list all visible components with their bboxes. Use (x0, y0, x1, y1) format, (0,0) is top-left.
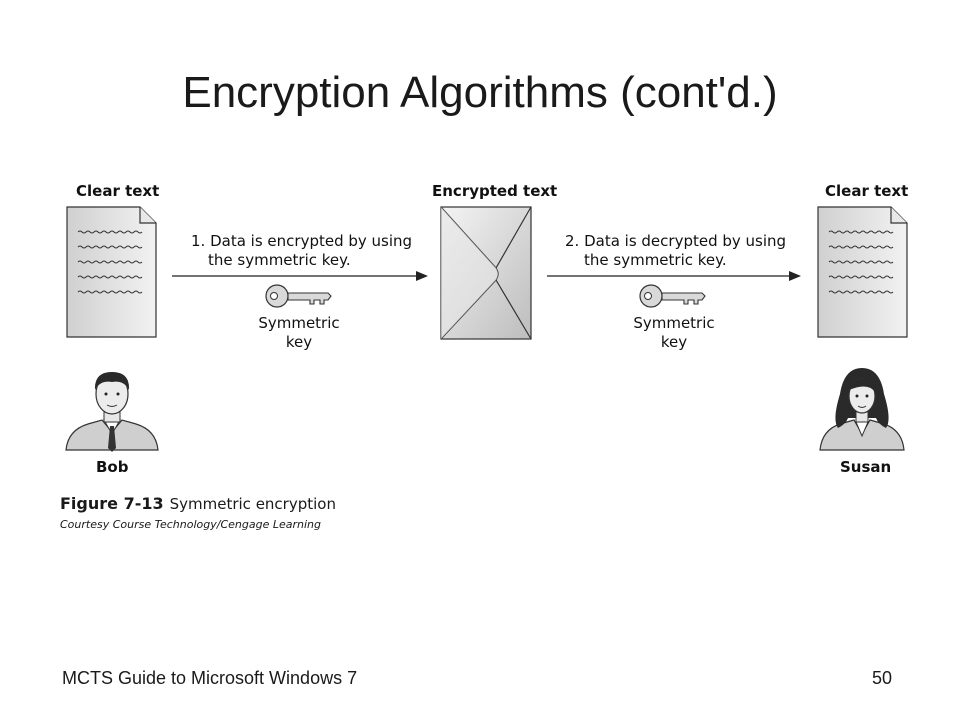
step2-line2: the symmetric key. (584, 251, 727, 269)
left-doc-label: Clear text (76, 182, 160, 200)
key2-label-line1: Symmetric (633, 314, 715, 332)
key1-label-line2: key (285, 333, 313, 351)
key1-label-line1: Symmetric (258, 314, 340, 332)
footer-course-title: MCTS Guide to Microsoft Windows 7 (62, 668, 358, 688)
sender-name: Bob (96, 458, 129, 476)
key2-label-line2: key (660, 333, 688, 351)
key-icon (265, 284, 332, 308)
figure-number: Figure 7-13 (60, 494, 164, 513)
slide-title: Encryption Algorithms (cont'd.) (182, 68, 778, 117)
encrypt-arrow (172, 271, 428, 281)
page-number: 50 (872, 668, 893, 688)
envelope-icon (440, 206, 532, 340)
right-document-icon (817, 206, 908, 338)
figure-caption: Figure 7-13 Symmetric encryption (60, 494, 336, 513)
step2-line1: 2. Data is decrypted by using (565, 232, 787, 250)
receiver-name: Susan (840, 458, 892, 476)
figure-title: Symmetric encryption (169, 495, 336, 513)
encrypted-text-label: Encrypted text (432, 182, 558, 200)
bob-person-icon (65, 372, 159, 452)
step1-line1: 1. Data is encrypted by using (191, 232, 413, 250)
decrypt-arrow (547, 271, 801, 281)
left-document-icon (66, 206, 157, 338)
step1-line2: the symmetric key. (208, 251, 351, 269)
right-doc-label: Clear text (825, 182, 909, 200)
key-icon (639, 284, 706, 308)
susan-person-icon (819, 368, 905, 451)
figure-courtesy: Courtesy Course Technology/Cengage Learn… (60, 518, 321, 531)
